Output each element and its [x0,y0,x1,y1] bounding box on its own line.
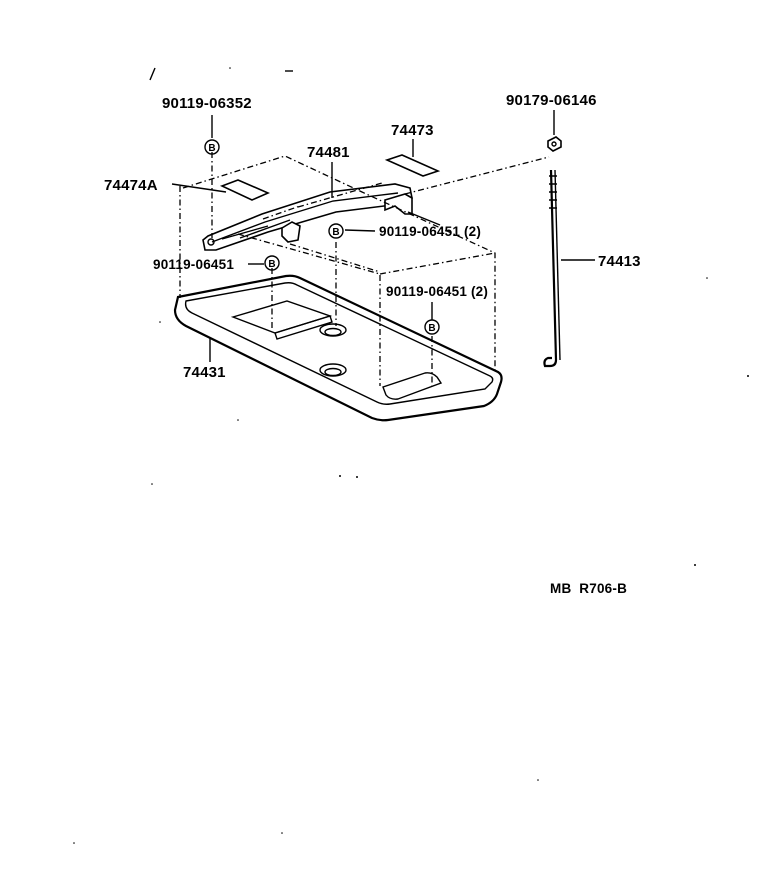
label-90119-06451-2-upper: 90119-06451 (2) [379,224,481,239]
label-90119-06451-2-lower: 90119-06451 (2) [386,284,488,299]
pad-74473 [384,154,441,177]
bolt-symbol-2: B [328,223,344,239]
reference-code: MB R706-B [550,581,627,596]
assembly-lines [179,152,550,386]
svg-text:B: B [208,143,215,154]
pad-74474A [219,179,271,201]
nut [547,136,562,152]
battery-clamp [202,183,413,251]
label-90119-06451-left: 90119-06451 [153,257,234,272]
label-74481: 74481 [307,144,350,161]
label-74473: 74473 [391,122,434,139]
scan-specks [73,67,749,844]
label-74474A: 74474A [104,177,158,194]
svg-text:B: B [428,323,435,334]
battery-tray [173,274,503,422]
label-74413: 74413 [598,253,641,270]
svg-text:B: B [332,227,339,238]
label-90119-06352: 90119-06352 [162,95,252,112]
bolt-symbol-3: B [264,255,280,271]
label-90179-06146: 90179-06146 [506,92,597,109]
leader-lines [171,110,595,362]
bolt-symbol-4: B [424,319,440,335]
bolt-symbol-1: B [204,139,220,155]
svg-text:B: B [268,259,275,270]
label-74431: 74431 [183,364,226,381]
hold-down-rod [543,169,561,368]
